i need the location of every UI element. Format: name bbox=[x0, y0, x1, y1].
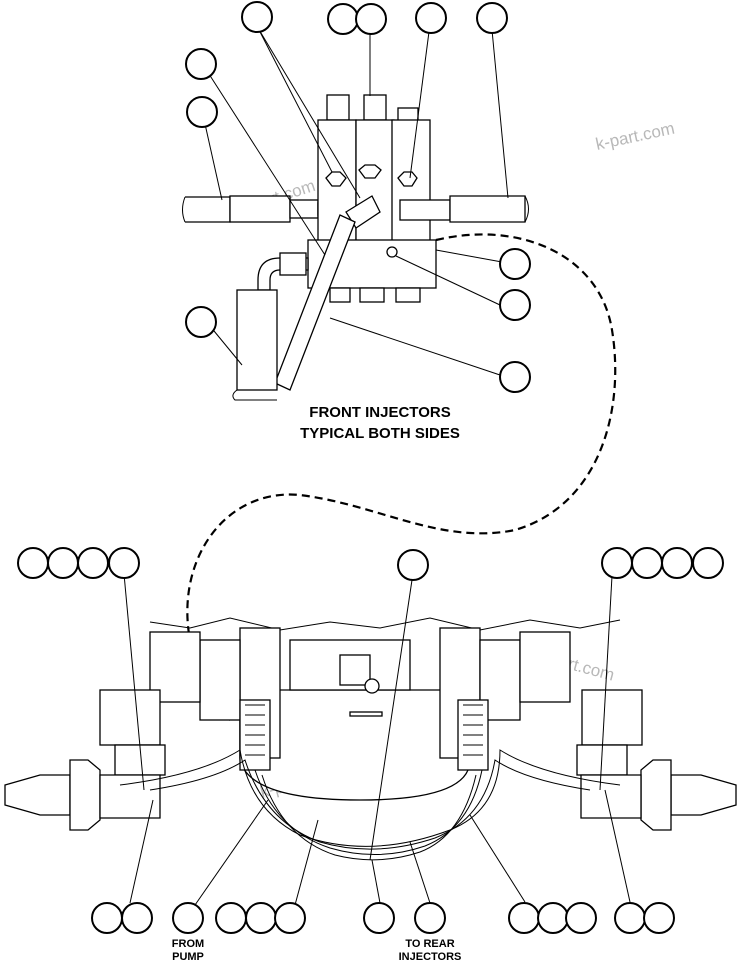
right-spindle bbox=[670, 774, 737, 816]
to-rear-line-2: INJECTORS bbox=[399, 951, 462, 963]
left-hub bbox=[99, 689, 161, 746]
top-callout-bubbles bbox=[185, 1, 531, 393]
bottom-leader-lines bbox=[123, 573, 631, 906]
left-fitting bbox=[229, 195, 291, 223]
injector-bank-detail bbox=[182, 94, 529, 401]
detail-callout-dashed-loop bbox=[186, 233, 617, 721]
injector-bodies bbox=[317, 94, 431, 243]
right-fitting bbox=[399, 199, 451, 221]
bottom-callout-bubbles bbox=[17, 547, 724, 934]
left-spindle bbox=[4, 774, 71, 816]
watermark-1: k-part.com bbox=[594, 119, 676, 154]
lube-line-3 bbox=[254, 769, 483, 855]
lower-hose-block bbox=[236, 289, 278, 391]
axle-assembly bbox=[4, 617, 737, 861]
from-pump-line-1: FROM bbox=[172, 938, 204, 950]
caption-line-1: FRONT INJECTORS bbox=[309, 404, 450, 421]
manifold-port bbox=[386, 246, 398, 258]
to-rear-line-1: TO REAR bbox=[405, 938, 454, 950]
left-supply-hose bbox=[185, 196, 231, 223]
caption-line-2: TYPICAL BOTH SIDES bbox=[300, 425, 460, 442]
chassis-break-line bbox=[149, 617, 621, 631]
right-hub bbox=[581, 689, 643, 746]
right-output-hose bbox=[449, 195, 526, 223]
from-pump-line-2: PUMP bbox=[172, 951, 204, 963]
lube-line-2 bbox=[149, 759, 591, 850]
